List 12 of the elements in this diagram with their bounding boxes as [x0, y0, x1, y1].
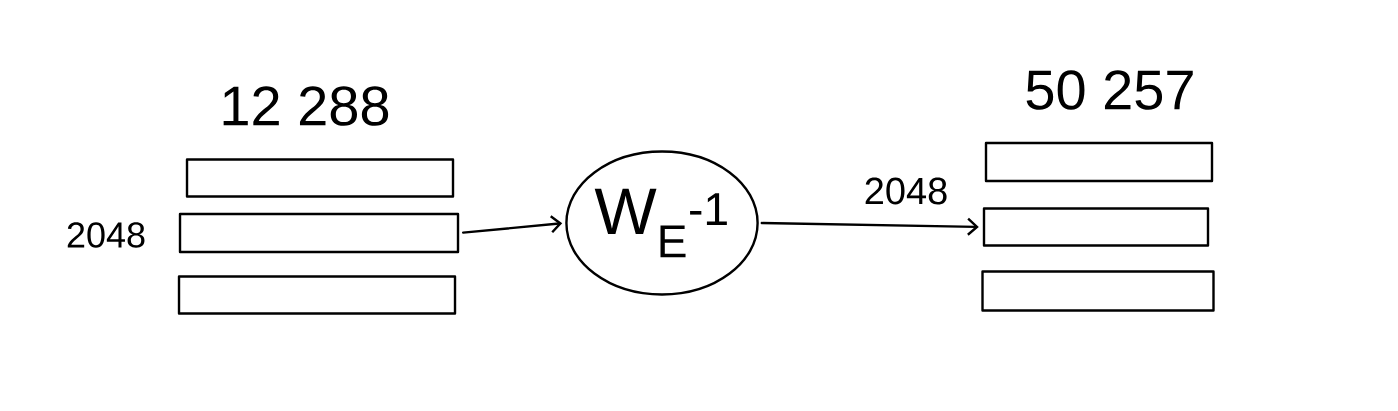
bar [178, 212, 460, 254]
arrow [760, 217, 979, 236]
dimension-label: 12 288 [223, 86, 389, 126]
bar [982, 207, 1210, 247]
bar [177, 275, 457, 315]
dimension-label: 2048 [865, 177, 947, 205]
dimension-label: 50 257 [1026, 70, 1193, 110]
bar [185, 158, 455, 198]
dimension-label: 2048 [67, 222, 145, 248]
bar [984, 141, 1214, 183]
arrow [462, 215, 563, 234]
bar [981, 270, 1215, 312]
